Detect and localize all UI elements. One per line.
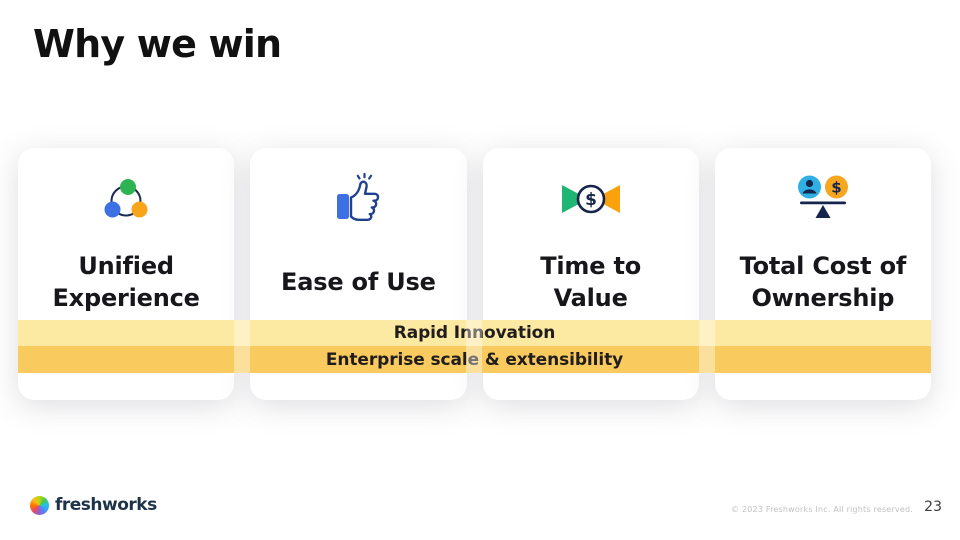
icon-wrap: $ (793, 174, 853, 224)
card-title: Ease of Use (281, 268, 436, 297)
unified-experience-icon (104, 179, 148, 218)
thumbs-up-icon (337, 173, 380, 221)
time-to-value-icon: $ (561, 184, 620, 214)
card-title: Time to Value (540, 252, 642, 312)
page-number: 23 (924, 499, 942, 515)
card-title: Total Cost of Ownership (739, 252, 907, 312)
svg-text:$: $ (831, 179, 841, 197)
icon-wrap: $ (559, 174, 623, 224)
freshworks-logo-icon (30, 495, 49, 515)
freshworks-logo: freshworks (30, 495, 157, 515)
freshworks-logo-text: freshworks (55, 495, 157, 515)
banner-label: Rapid Innovation (393, 323, 556, 343)
svg-text:$: $ (585, 190, 597, 210)
page-title: Why we win (33, 22, 282, 66)
icon-wrap (98, 174, 154, 224)
banner-rapid-innovation: Rapid Innovation (18, 320, 931, 346)
balance-scale-icon: $ (797, 175, 848, 218)
banner-label: Enterprise scale & extensibility (325, 349, 624, 370)
banner-enterprise-scale: Enterprise scale & extensibility (18, 346, 931, 373)
icon-wrap (330, 173, 386, 224)
card-title: Unified Experience (52, 252, 200, 312)
copyright-text: © 2023 Freshworks Inc. All rights reserv… (731, 505, 913, 514)
